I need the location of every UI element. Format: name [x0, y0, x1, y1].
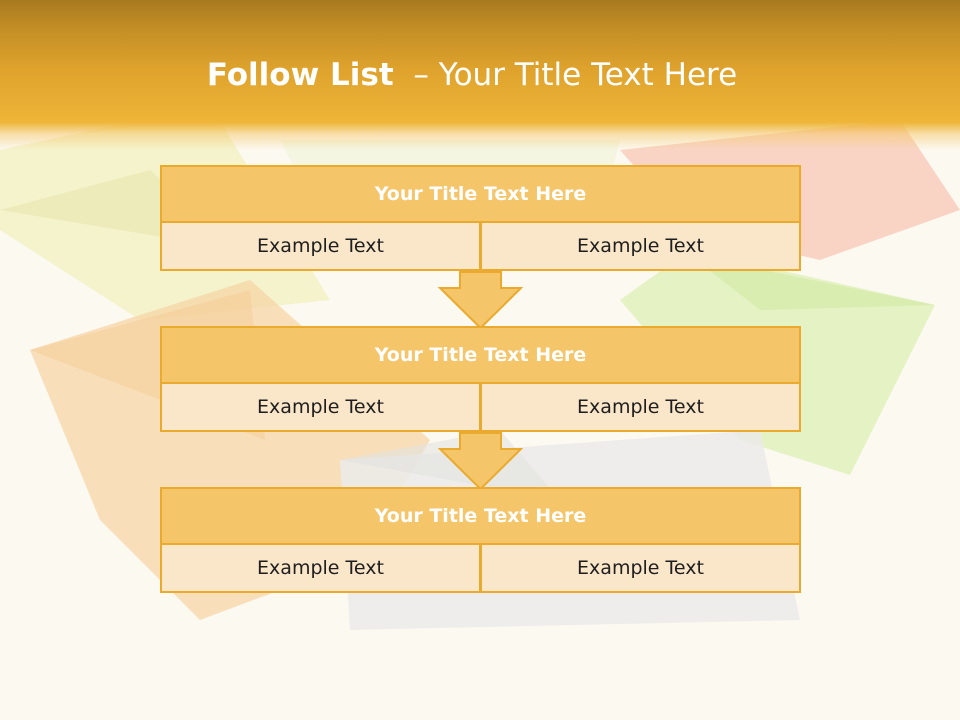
down-arrow-icon	[438, 432, 523, 490]
slide-title: Follow List – Your Title Text Here	[0, 54, 944, 96]
flow-step-3-title: Your Title Text Here	[160, 487, 801, 545]
title-band	[0, 0, 960, 150]
flow-step-1: Your Title Text Here Example Text Exampl…	[160, 165, 801, 271]
flow-step-1-title: Your Title Text Here	[160, 165, 801, 223]
slide-title-bold: Follow List	[206, 57, 394, 93]
flow-step-3-left-cell: Example Text	[160, 543, 481, 593]
flow-step-2-row: Example Text Example Text	[160, 382, 801, 432]
white-envelope-flap	[340, 430, 560, 500]
flow-step-3-row: Example Text Example Text	[160, 543, 801, 593]
flow-step-3-right-cell: Example Text	[480, 543, 801, 593]
down-arrow-icon	[438, 271, 523, 329]
flow-step-2: Your Title Text Here Example Text Exampl…	[160, 326, 801, 432]
slide-title-rest: – Your Title Text Here	[413, 57, 738, 93]
flow-step-1-row: Example Text Example Text	[160, 221, 801, 271]
flow-step-2-right-cell: Example Text	[480, 382, 801, 432]
flow-step-1-left-cell: Example Text	[160, 221, 481, 271]
flow-step-2-left-cell: Example Text	[160, 382, 481, 432]
flow-step-3: Your Title Text Here Example Text Exampl…	[160, 487, 801, 593]
flow-step-1-right-cell: Example Text	[480, 221, 801, 271]
flow-step-2-title: Your Title Text Here	[160, 326, 801, 384]
